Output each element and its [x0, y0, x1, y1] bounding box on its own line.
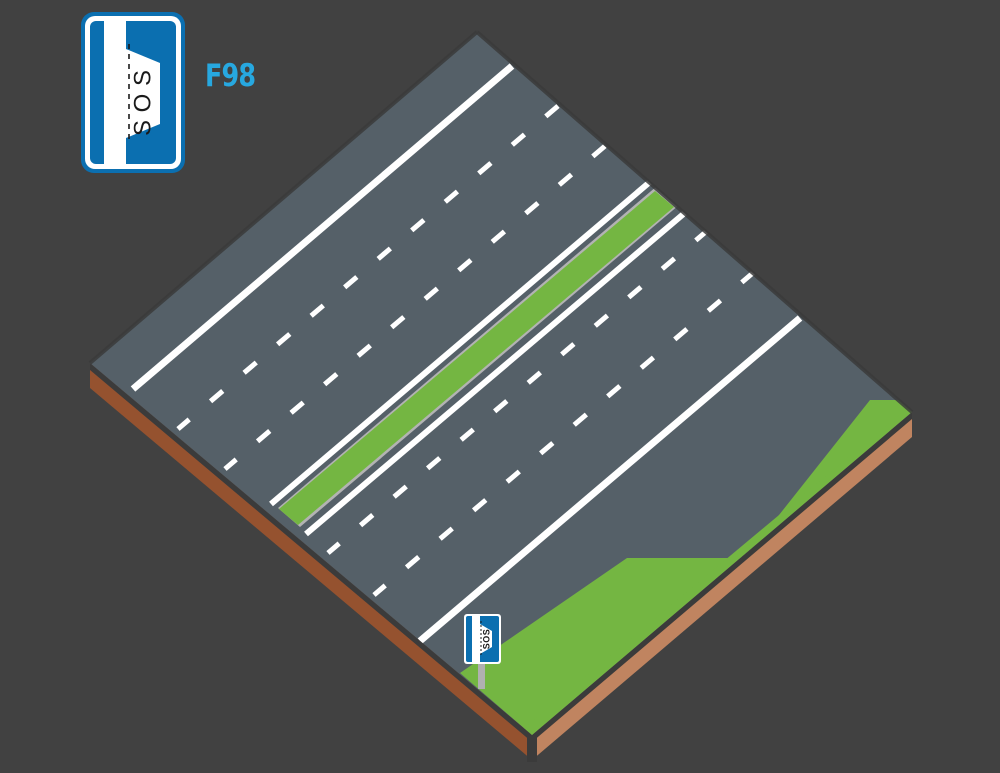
edge-line-upper-left	[130, 63, 515, 392]
median-edge-line-upper	[269, 178, 653, 507]
legend-sign-letter-o: O	[129, 94, 156, 113]
edge-line-lower-right	[417, 315, 803, 644]
slab-edge-shadow-right	[532, 412, 912, 742]
sos-emergency-sign-on-verge[interactable]: SOS	[464, 614, 501, 689]
sign-post	[478, 655, 485, 689]
road-markings	[130, 63, 803, 644]
legend-sign-white-band	[104, 21, 126, 164]
legend-sign-white-chevron	[126, 49, 160, 138]
legend-sign-graphic: S O S	[81, 12, 185, 173]
sign-white-band	[472, 616, 480, 662]
grass-verge-right	[460, 400, 912, 735]
legend-block: S O S F98	[80, 11, 280, 181]
legend-sign-sos-letters: S O S	[129, 70, 156, 136]
sign-sos-text: SOS	[481, 629, 491, 650]
outline-top-right	[475, 30, 914, 414]
sign-white-chevron	[480, 624, 492, 654]
legend-sign-letter-s1: S	[129, 70, 156, 86]
legend-sign-letter-s2: S	[129, 120, 156, 136]
slab-top-outline	[88, 30, 914, 414]
median-edge-line-lower	[304, 208, 689, 537]
slab-sides	[90, 363, 912, 762]
median-grass	[279, 191, 674, 525]
legend-sign-code: F98	[205, 58, 256, 94]
slab-edge-shadow-left	[90, 363, 532, 742]
grass-verge-edge-strip	[524, 404, 912, 735]
slab-corner-seam	[527, 737, 537, 762]
outline-top-left	[88, 30, 479, 365]
